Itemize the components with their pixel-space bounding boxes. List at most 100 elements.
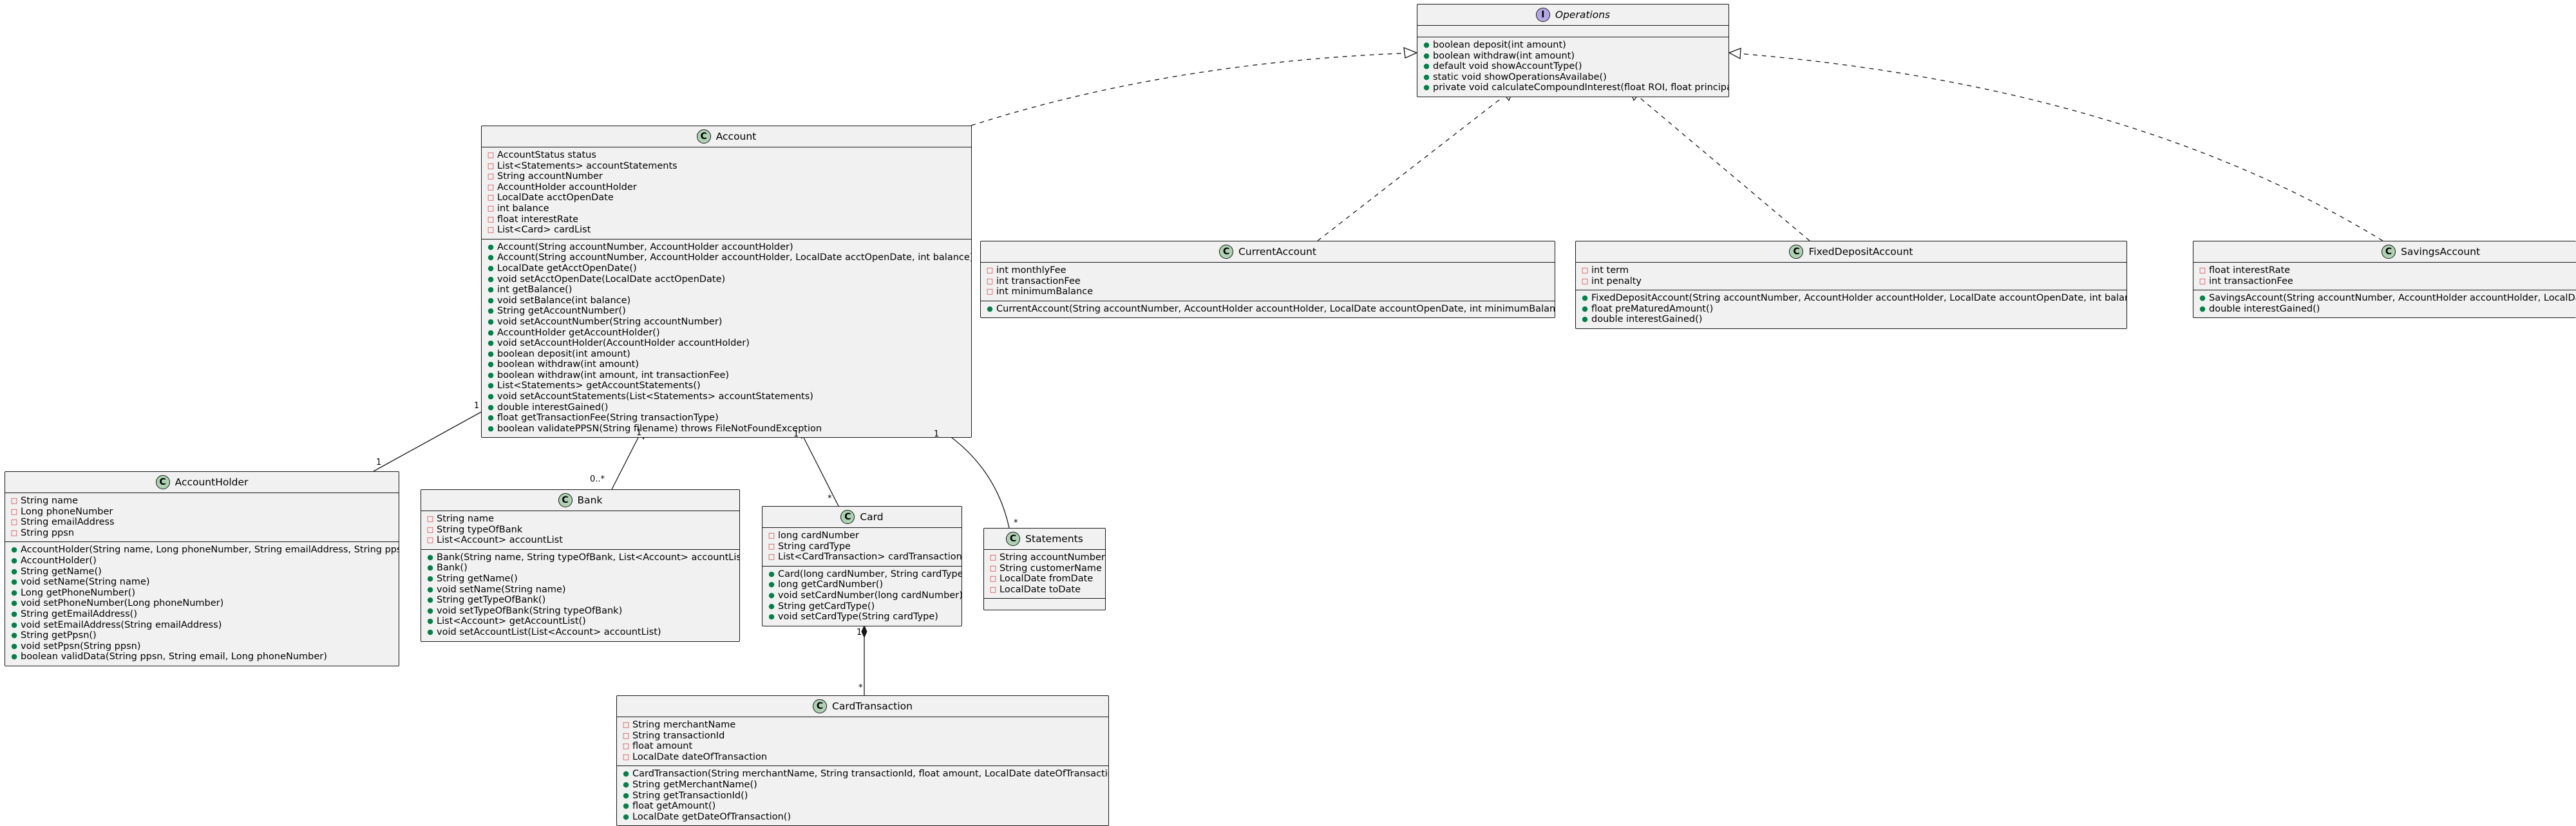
multiplicity-label: * — [828, 494, 832, 503]
public-icon: ● — [488, 274, 494, 283]
method: FixedDepositAccount(String accountNumber… — [1591, 293, 2126, 304]
attribute: int minimumBalance — [996, 286, 1094, 297]
arrowhead-account — [1403, 46, 1418, 59]
attribute: Long phoneNumber — [21, 506, 113, 517]
public-icon: ● — [427, 563, 433, 572]
multiplicity-label: 1 — [376, 458, 382, 467]
methods-section: ●Account(String accountNumber, AccountHo… — [482, 239, 971, 438]
class-badge-icon: C — [1006, 532, 1021, 546]
public-icon: ● — [488, 349, 494, 358]
public-icon: ● — [488, 381, 494, 390]
method: String getName() — [437, 573, 518, 584]
method: AccountHolder() — [21, 555, 97, 566]
public-icon: ● — [623, 802, 629, 811]
public-icon: ● — [427, 574, 433, 583]
public-icon: ● — [488, 402, 494, 411]
public-icon: ● — [488, 413, 494, 422]
method: CurrentAccount(String accountNumber, Acc… — [996, 303, 1555, 314]
private-icon: □ — [622, 731, 630, 740]
class-badge-icon: C — [155, 475, 170, 489]
methods-section: ●FixedDepositAccount(String accountNumbe… — [1576, 290, 2126, 328]
attributes-section: □float interestRate □int transactionFee — [2193, 263, 2576, 291]
method: SavingsAccount(String accountNumber, Acc… — [2209, 293, 2576, 304]
public-icon: ● — [427, 617, 433, 626]
private-icon: □ — [986, 266, 994, 274]
attributes-section: □String name □String typeOfBank □List<Ac… — [421, 511, 739, 550]
public-icon: ● — [1582, 315, 1588, 324]
private-icon: □ — [10, 507, 18, 516]
private-icon: □ — [487, 225, 495, 234]
private-icon: □ — [1581, 266, 1589, 274]
public-icon: ● — [623, 780, 629, 789]
private-icon: □ — [768, 531, 775, 540]
public-icon: ● — [488, 306, 494, 315]
method: String getTransactionId() — [632, 790, 748, 801]
methods-section: ●CurrentAccount(String accountNumber, Ac… — [981, 301, 1555, 318]
attribute: String name — [21, 496, 79, 506]
method: boolean validatePPSN(String filename) th… — [497, 423, 822, 434]
multiplicity-label: * — [858, 683, 863, 693]
public-icon: ● — [1423, 62, 1430, 71]
class-badge-icon: C — [813, 699, 828, 713]
attribute: int penalty — [1591, 276, 1642, 286]
method: void setAccountNumber(String accountNumb… — [497, 316, 723, 327]
method: double interestGained() — [2209, 303, 2320, 314]
public-icon: ● — [623, 812, 629, 821]
edge-account-operations — [971, 52, 1417, 126]
method: void setAccountList(List<Account> accoun… — [437, 626, 661, 637]
method: void setCardNumber(long cardNumber) — [778, 590, 962, 601]
private-icon: □ — [1581, 276, 1589, 285]
private-icon: □ — [986, 276, 994, 285]
attribute: int balance — [497, 203, 549, 214]
private-icon: □ — [989, 574, 997, 583]
attribute: List<Card> cardList — [497, 225, 591, 236]
method: void setName(String name) — [437, 584, 566, 595]
class-badge-icon: C — [840, 510, 855, 524]
public-icon: ● — [488, 317, 494, 326]
attribute: String ppsn — [21, 527, 75, 538]
attribute: float interestRate — [497, 214, 579, 225]
attribute: LocalDate acctOpenDate — [497, 192, 614, 203]
method: AccountHolder(String name, Long phoneNum… — [21, 545, 399, 556]
attribute: List<Statements> accountStatements — [497, 160, 677, 171]
method: Bank(String name, String typeOfBank, Lis… — [437, 552, 740, 563]
private-icon: □ — [989, 585, 997, 594]
method: List<Account> getAccountList() — [437, 616, 586, 627]
arrowhead-savings — [1728, 48, 1741, 60]
private-icon: □ — [426, 514, 434, 523]
private-icon: □ — [2199, 266, 2206, 274]
method: String getTypeOfBank() — [437, 595, 546, 606]
public-icon: ● — [11, 631, 17, 640]
attribute: String name — [437, 514, 495, 524]
class-badge-icon: C — [696, 129, 711, 144]
attribute: long cardNumber — [778, 530, 859, 541]
attribute: String customerName — [999, 563, 1102, 574]
method: String getMerchantName() — [632, 779, 757, 790]
public-icon: ● — [488, 296, 494, 305]
methods-section: ●CardTransaction(String merchantName, St… — [617, 766, 1108, 825]
public-icon: ● — [1423, 51, 1430, 60]
public-icon: ● — [623, 769, 629, 778]
class-badge-icon: C — [1789, 245, 1804, 259]
public-icon: ● — [11, 641, 17, 650]
method: LocalDate getDateOfTransaction() — [632, 811, 791, 822]
attributes-section: □int term □int penalty — [1576, 263, 2126, 291]
public-icon: ● — [1582, 304, 1588, 313]
private-icon: □ — [487, 172, 495, 181]
class-name: Account — [715, 130, 757, 142]
method: String getCardType() — [778, 601, 875, 612]
attribute: String transactionId — [632, 730, 725, 741]
attribute: String accountNumber — [497, 171, 603, 182]
private-icon: □ — [768, 541, 775, 550]
attribute: float interestRate — [2209, 265, 2291, 276]
